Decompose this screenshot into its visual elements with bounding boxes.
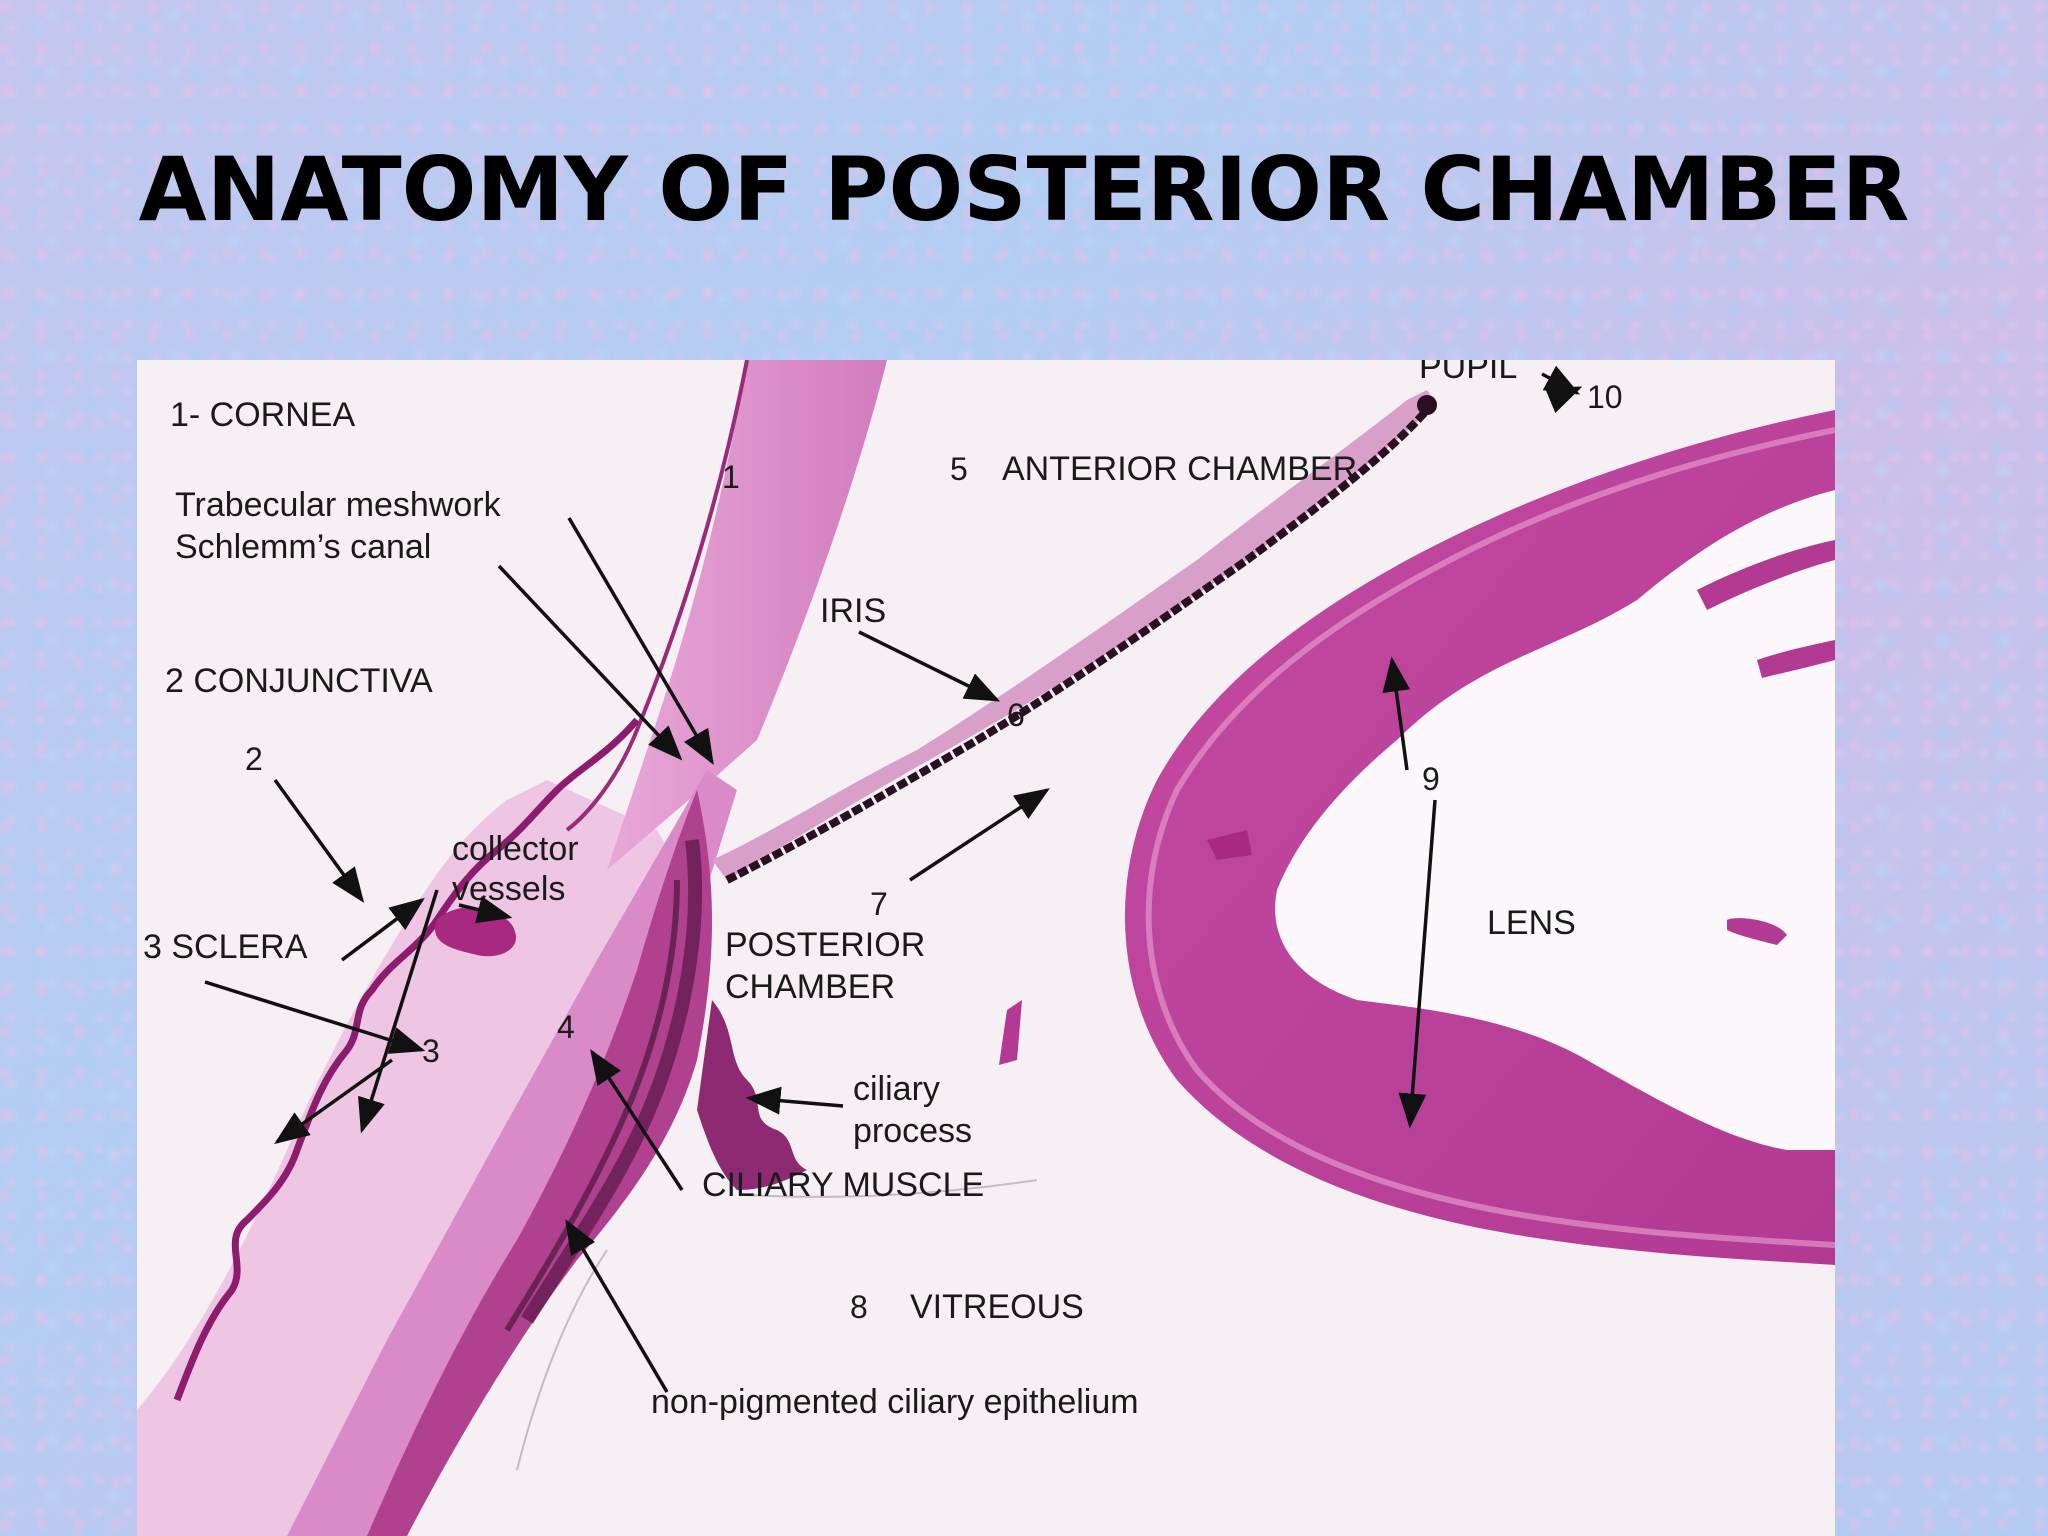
scleral-band [287, 770, 737, 1536]
collector-label-line2: vessels [452, 870, 565, 908]
ciliary-muscle-label: CILIARY MUSCLE [702, 1166, 984, 1204]
ciliary-process-label-line1: ciliary [853, 1070, 940, 1108]
schlemms-canal-label: Schlemm’s canal [175, 528, 431, 566]
iris-pigment-epithelium [725, 407, 1430, 884]
trabecular-meshwork-label: Trabecular meshwork [175, 486, 502, 524]
lens-fissure [1275, 490, 1835, 1150]
sclera-arrow-down [274, 1058, 394, 1145]
lens-arrow-down [1398, 799, 1437, 1129]
cornea-legend: 1- CORNEA [170, 396, 355, 434]
marker-8: 8 [850, 1289, 868, 1325]
sclera-arrow-3 [204, 980, 426, 1054]
schlemm-arrow [497, 564, 683, 761]
iris-tissue [712, 390, 1437, 880]
iris-label: IRIS [820, 592, 886, 630]
conjunctiva-arrow [273, 778, 365, 903]
marker-9: 9 [1422, 761, 1440, 797]
marker-7: 7 [870, 886, 888, 922]
marker-6: 6 [1007, 697, 1025, 733]
zonule-fibers [746, 1179, 1038, 1198]
collector-arrow-long [358, 889, 439, 1134]
anterior-chamber-label: ANTERIOR CHAMBER [1002, 450, 1357, 488]
marker-3: 3 [422, 1033, 440, 1069]
sclera-arrow-up [340, 897, 425, 962]
slide-title: ANATOMY OF POSTERIOR CHAMBER [138, 138, 1910, 241]
ciliary-muscle-arrow [590, 1049, 684, 1191]
posterior-chamber-arrow [909, 788, 1050, 882]
pupil-margin [1417, 395, 1437, 415]
collector-arrow-short [458, 896, 513, 924]
ciliary-body [367, 790, 712, 1536]
lens-arrow-up [1382, 656, 1411, 771]
ciliary-process-arrow [745, 1086, 844, 1115]
trabecular-arrow [567, 517, 714, 766]
marker-4: 4 [557, 1009, 575, 1045]
lens-label: LENS [1487, 904, 1576, 942]
sclera-tissue [137, 780, 697, 1536]
eye-section-diagram: 1- CORNEA 1 Trabecular meshwork Schlemm’… [137, 360, 1835, 1536]
conjunctiva-legend: 2 CONJUNCTIVA [165, 662, 433, 700]
pupil-label: PUPIL [1419, 360, 1517, 386]
marker-10: 10 [1587, 379, 1623, 415]
iris-arrow [858, 630, 1001, 702]
posterior-chamber-label-line2: CHAMBER [725, 968, 895, 1006]
posterior-chamber-label-line1: POSTERIOR [725, 926, 925, 964]
sclera-legend: 3 SCLERA [143, 928, 308, 966]
npce-arrow [565, 1218, 669, 1393]
pointer-arrows [204, 365, 1583, 1393]
collector-label-line1: collector [452, 830, 579, 868]
conjunctiva-surface [173, 717, 640, 1402]
histology-micrograph: 1- CORNEA 1 Trabecular meshwork Schlemm’… [137, 360, 1835, 1536]
marker-5: 5 [950, 451, 968, 487]
vitreous-label: VITREOUS [910, 1288, 1084, 1326]
marker-1: 1 [722, 459, 740, 495]
npce-label: non-pigmented ciliary epithelium [651, 1383, 1139, 1421]
marker-2: 2 [245, 741, 263, 777]
pupil-arrow-b [1544, 386, 1583, 414]
ciliary-process-label-line2: process [853, 1112, 972, 1150]
